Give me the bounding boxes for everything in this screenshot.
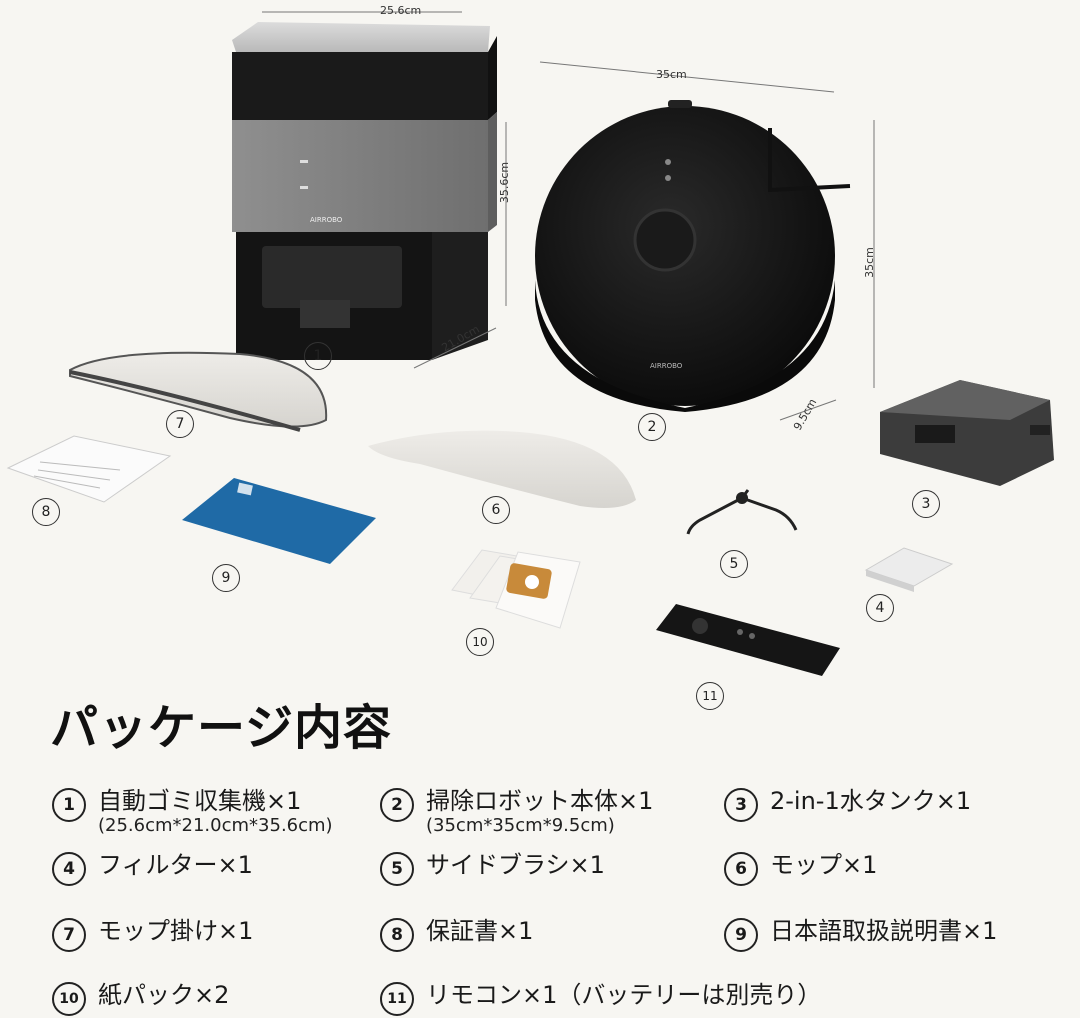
item-sub: (35cm*35cm*9.5cm) bbox=[426, 815, 615, 836]
package-contents-title: パッケージ内容 bbox=[50, 700, 393, 756]
item-number: 1 bbox=[52, 788, 86, 822]
photo-label-6: 6 bbox=[482, 496, 510, 524]
list-item-2: 2 掃除ロボット本体×1(35cm*35cm*9.5cm) bbox=[380, 786, 653, 836]
item-number: 6 bbox=[724, 852, 758, 886]
list-item-1: 1 自動ゴミ収集機×1(25.6cm*21.0cm*35.6cm) bbox=[52, 786, 333, 836]
manual-booklet bbox=[182, 478, 376, 564]
item-number: 10 bbox=[52, 982, 86, 1016]
item-label: 紙パック×2 bbox=[98, 981, 230, 1009]
photo-label-4: 4 bbox=[866, 594, 894, 622]
item-label: モップ×1 bbox=[770, 851, 878, 879]
dim-station-height: 35.6cm bbox=[498, 161, 512, 204]
mop-holder bbox=[69, 351, 328, 432]
photo-label-8: 8 bbox=[32, 498, 60, 526]
dim-station-width: 25.6cm bbox=[380, 4, 422, 17]
item-number: 2 bbox=[380, 788, 414, 822]
item-number: 5 bbox=[380, 852, 414, 886]
photo-label-7: 7 bbox=[166, 410, 194, 438]
item-label: 自動ゴミ収集機×1 bbox=[98, 787, 302, 815]
item-label: リモコン×1（バッテリーは別売り） bbox=[426, 981, 822, 1009]
paper-bags bbox=[451, 549, 581, 629]
item-number: 9 bbox=[724, 918, 758, 952]
photo-label-1: 1 bbox=[304, 342, 332, 370]
svg-text:AIRROBO: AIRROBO bbox=[650, 362, 683, 370]
side-brush bbox=[686, 489, 798, 535]
list-item-6: 6 モップ×1 bbox=[724, 850, 877, 886]
item-number: 8 bbox=[380, 918, 414, 952]
list-item-9: 9 日本語取扱説明書×1 bbox=[724, 916, 997, 952]
photo-label-5: 5 bbox=[720, 550, 748, 578]
mop-pad bbox=[368, 430, 636, 508]
photo-label-3: 3 bbox=[912, 490, 940, 518]
photo-label-9: 9 bbox=[212, 564, 240, 592]
water-tank bbox=[880, 380, 1054, 486]
remote-control bbox=[656, 604, 840, 676]
photo-label-11: 11 bbox=[696, 682, 724, 710]
item-number: 11 bbox=[380, 982, 414, 1016]
item-label: 保証書×1 bbox=[426, 917, 534, 945]
list-item-10: 10 紙パック×2 bbox=[52, 980, 229, 1016]
list-item-8: 8 保証書×1 bbox=[380, 916, 533, 952]
dim-robot-width: 35cm bbox=[656, 68, 687, 81]
item-sub: (25.6cm*21.0cm*35.6cm) bbox=[98, 815, 333, 836]
item-label: フィルター×1 bbox=[98, 851, 253, 879]
list-item-5: 5 サイドブラシ×1 bbox=[380, 850, 605, 886]
filter bbox=[864, 547, 954, 592]
item-number: 3 bbox=[724, 788, 758, 822]
photo-label-2: 2 bbox=[638, 413, 666, 441]
product-photo: AIRROBO AIRROBO bbox=[6, 4, 1054, 710]
item-label: モップ掛け×1 bbox=[98, 917, 254, 945]
item-label: サイドブラシ×1 bbox=[426, 851, 605, 879]
dim-robot-depth: 35cm bbox=[862, 247, 876, 278]
list-item-3: 3 2-in-1水タンク×1 bbox=[724, 786, 971, 822]
item-number: 4 bbox=[52, 852, 86, 886]
warranty-card bbox=[6, 435, 172, 503]
list-item-11: 11 リモコン×1（バッテリーは別売り） bbox=[380, 980, 821, 1016]
dust-station: AIRROBO bbox=[232, 22, 497, 360]
item-number: 7 bbox=[52, 918, 86, 952]
product-illustration: AIRROBO AIRROBO bbox=[6, 11, 1054, 676]
photo-label-10: 10 bbox=[466, 628, 494, 656]
item-label: 2-in-1水タンク×1 bbox=[770, 787, 972, 815]
list-item-4: 4 フィルター×1 bbox=[52, 850, 253, 886]
list-item-7: 7 モップ掛け×1 bbox=[52, 916, 253, 952]
robot-vacuum: AIRROBO bbox=[535, 100, 851, 412]
item-label: 日本語取扱説明書×1 bbox=[770, 917, 998, 945]
item-label: 掃除ロボット本体×1 bbox=[426, 787, 654, 815]
svg-text:AIRROBO: AIRROBO bbox=[310, 216, 343, 224]
